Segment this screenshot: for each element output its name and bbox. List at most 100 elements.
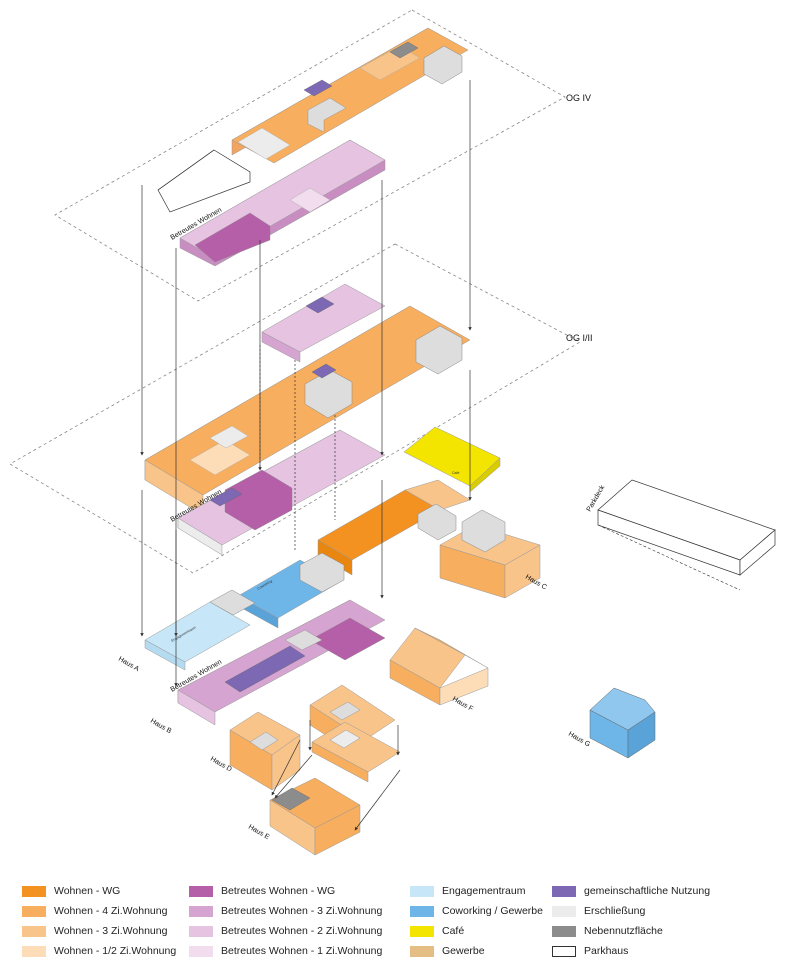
legend-swatch <box>410 945 434 957</box>
haus-b: Betreutes Wohnen Haus B <box>149 599 386 735</box>
legend-label: gemeinschaftliche Nutzung <box>584 885 711 897</box>
og12-betreutes-common <box>305 296 335 314</box>
legend-swatch <box>552 885 576 897</box>
haus-e-upper-core <box>329 701 361 721</box>
og12-lb-common <box>209 487 243 507</box>
legend-label: Erschließung <box>584 905 646 917</box>
og4-bar-tower <box>423 45 463 85</box>
legend-label: Betreutes Wohnen - WG <box>221 885 336 897</box>
og12-level: OG I/II Betreutes Wohnen <box>9 243 593 574</box>
og4-bar-core <box>307 97 347 133</box>
legend-label: Engagementraum <box>442 885 526 897</box>
arrow-e-right <box>354 769 401 831</box>
arrow-d-e <box>271 739 301 796</box>
haus-d-side <box>271 734 301 791</box>
legend-item: Betreutes Wohnen - WG <box>189 884 335 898</box>
haus-f-label: Haus F <box>451 696 474 713</box>
og12-floor-plane <box>9 243 581 574</box>
haus-a: Engagementraum Haus A <box>117 589 256 673</box>
haus-e: Haus E <box>247 777 361 856</box>
legend-item: Coworking / Gewerbe <box>410 904 543 918</box>
eg-coworking-bar: Coworking <box>237 552 345 629</box>
legend-item: Nebennutzfläche <box>552 924 663 938</box>
og4-ramp-ridge <box>157 149 215 191</box>
haus-e-upper <box>309 684 401 783</box>
legend-swatch <box>410 905 434 917</box>
legend-label: Betreutes Wohnen - 1 Zi.Wohnung <box>221 945 383 957</box>
legend-item: Betreutes Wohnen - 3 Zi.Wohnung <box>189 904 382 918</box>
coworking-label: Coworking <box>257 579 273 591</box>
og12-units-light <box>189 439 251 476</box>
arrow-e-left <box>274 754 313 799</box>
legend-label: Café <box>442 925 465 937</box>
og12-upper-betreutes <box>261 283 386 363</box>
legend-swatch <box>22 905 46 917</box>
legend-item: Engagementraum <box>410 884 525 898</box>
legend-swatch <box>189 905 213 917</box>
cafe-volume: Café <box>403 426 501 493</box>
eg-wg-core <box>417 503 457 541</box>
haus-b-common <box>224 645 306 693</box>
legend-label: Coworking / Gewerbe <box>442 905 543 917</box>
legend-label: Betreutes Wohnen - 2 Zi.Wohnung <box>221 925 383 937</box>
haus-e-storage <box>271 787 311 811</box>
cafe-label: Café <box>452 471 459 475</box>
og12-orange-bar <box>144 305 471 516</box>
legend-swatch <box>22 885 46 897</box>
haus-b-front <box>177 689 216 726</box>
haus-a-front <box>144 639 186 671</box>
og4-betreutes-core <box>289 187 331 213</box>
legend-item: Wohnen - 4 Zi.Wohnung <box>22 904 167 918</box>
ground-floor: Coworking Engagementraum Haus A Betreute… <box>117 479 776 856</box>
haus-g: Haus G <box>567 687 656 759</box>
legend-item: Wohnen - 1/2 Zi.Wohnung <box>22 944 176 958</box>
legend-swatch <box>552 945 576 957</box>
haus-e-side <box>314 804 361 856</box>
og4-floor-plane <box>54 9 566 302</box>
legend-swatch <box>22 945 46 957</box>
legend-item: Café <box>410 924 464 938</box>
legend-swatch <box>189 945 213 957</box>
haus-d-label: Haus D <box>209 756 233 774</box>
og12-west-stair <box>209 425 249 449</box>
og4-parkhaus-ramp <box>157 149 251 213</box>
haus-f-side <box>439 667 489 706</box>
haus-g-label: Haus G <box>567 731 591 749</box>
haus-c: Haus C <box>439 509 548 599</box>
og12-common <box>311 363 337 379</box>
legend-item: Gewerbe <box>410 944 485 958</box>
legend-swatch <box>189 925 213 937</box>
legend-label: Wohnen - 4 Zi.Wohnung <box>54 905 168 917</box>
haus-b-core <box>284 629 323 651</box>
legend-label: Wohnen - WG <box>54 885 121 897</box>
haus-g-roof <box>589 687 656 731</box>
haus-a-stair <box>209 589 256 616</box>
og4-bar-common <box>303 79 333 97</box>
og4-label: OG IV <box>566 93 591 103</box>
legend-label: Gewerbe <box>442 945 485 957</box>
legend-item: Wohnen - 3 Zi.Wohnung <box>22 924 167 938</box>
haus-b-wg <box>309 617 386 661</box>
legend-item: Wohnen - WG <box>22 884 120 898</box>
legend-label: Wohnen - 3 Zi.Wohnung <box>54 925 168 937</box>
haus-d: Haus D <box>209 711 301 791</box>
og4-bar-stair <box>237 127 291 160</box>
legend-swatch <box>189 885 213 897</box>
og12-east-core <box>415 325 463 375</box>
og4-bar-storage <box>389 41 419 59</box>
eg-cw-core <box>299 552 345 593</box>
og12-betreutes-side <box>261 331 301 363</box>
legend-label: Wohnen - 1/2 Zi.Wohnung <box>54 945 177 957</box>
legend-label: Betreutes Wohnen - 3 Zi.Wohnung <box>221 905 383 917</box>
legend-item: Erschließung <box>552 904 645 918</box>
legend: Wohnen - WG Wohnen - 4 Zi.Wohnung Wohnen… <box>22 884 772 964</box>
legend-label: Parkhaus <box>584 945 629 957</box>
legend-swatch <box>22 925 46 937</box>
parkdeck-lower-edge <box>597 524 741 591</box>
haus-f: Haus F <box>389 627 489 713</box>
og4-betreutes-wg <box>194 212 271 263</box>
legend-swatch <box>410 925 434 937</box>
haus-d-core <box>249 731 279 751</box>
legend-item: Betreutes Wohnen - 2 Zi.Wohnung <box>189 924 382 938</box>
